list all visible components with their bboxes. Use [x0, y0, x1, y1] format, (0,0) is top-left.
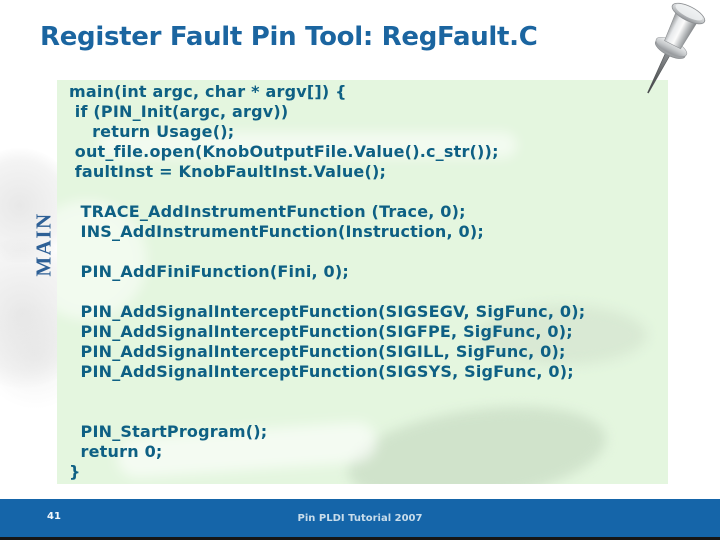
section-label-main: MAIN [31, 211, 56, 277]
section-label-wrap: MAIN [4, 203, 84, 285]
footer-bar: 41 Pin PLDI Tutorial 2007 [0, 499, 720, 537]
page-number: 41 [47, 511, 61, 522]
code-block: main(int argc, char * argv[]) { if (PIN_… [69, 82, 586, 481]
footer-text: Pin PLDI Tutorial 2007 [297, 512, 423, 524]
code-panel: main(int argc, char * argv[]) { if (PIN_… [57, 80, 668, 484]
pushpin-icon [647, 2, 706, 94]
slide-title: Register Fault Pin Tool: RegFault.C [40, 22, 538, 52]
bottom-edge-strip [0, 537, 720, 540]
